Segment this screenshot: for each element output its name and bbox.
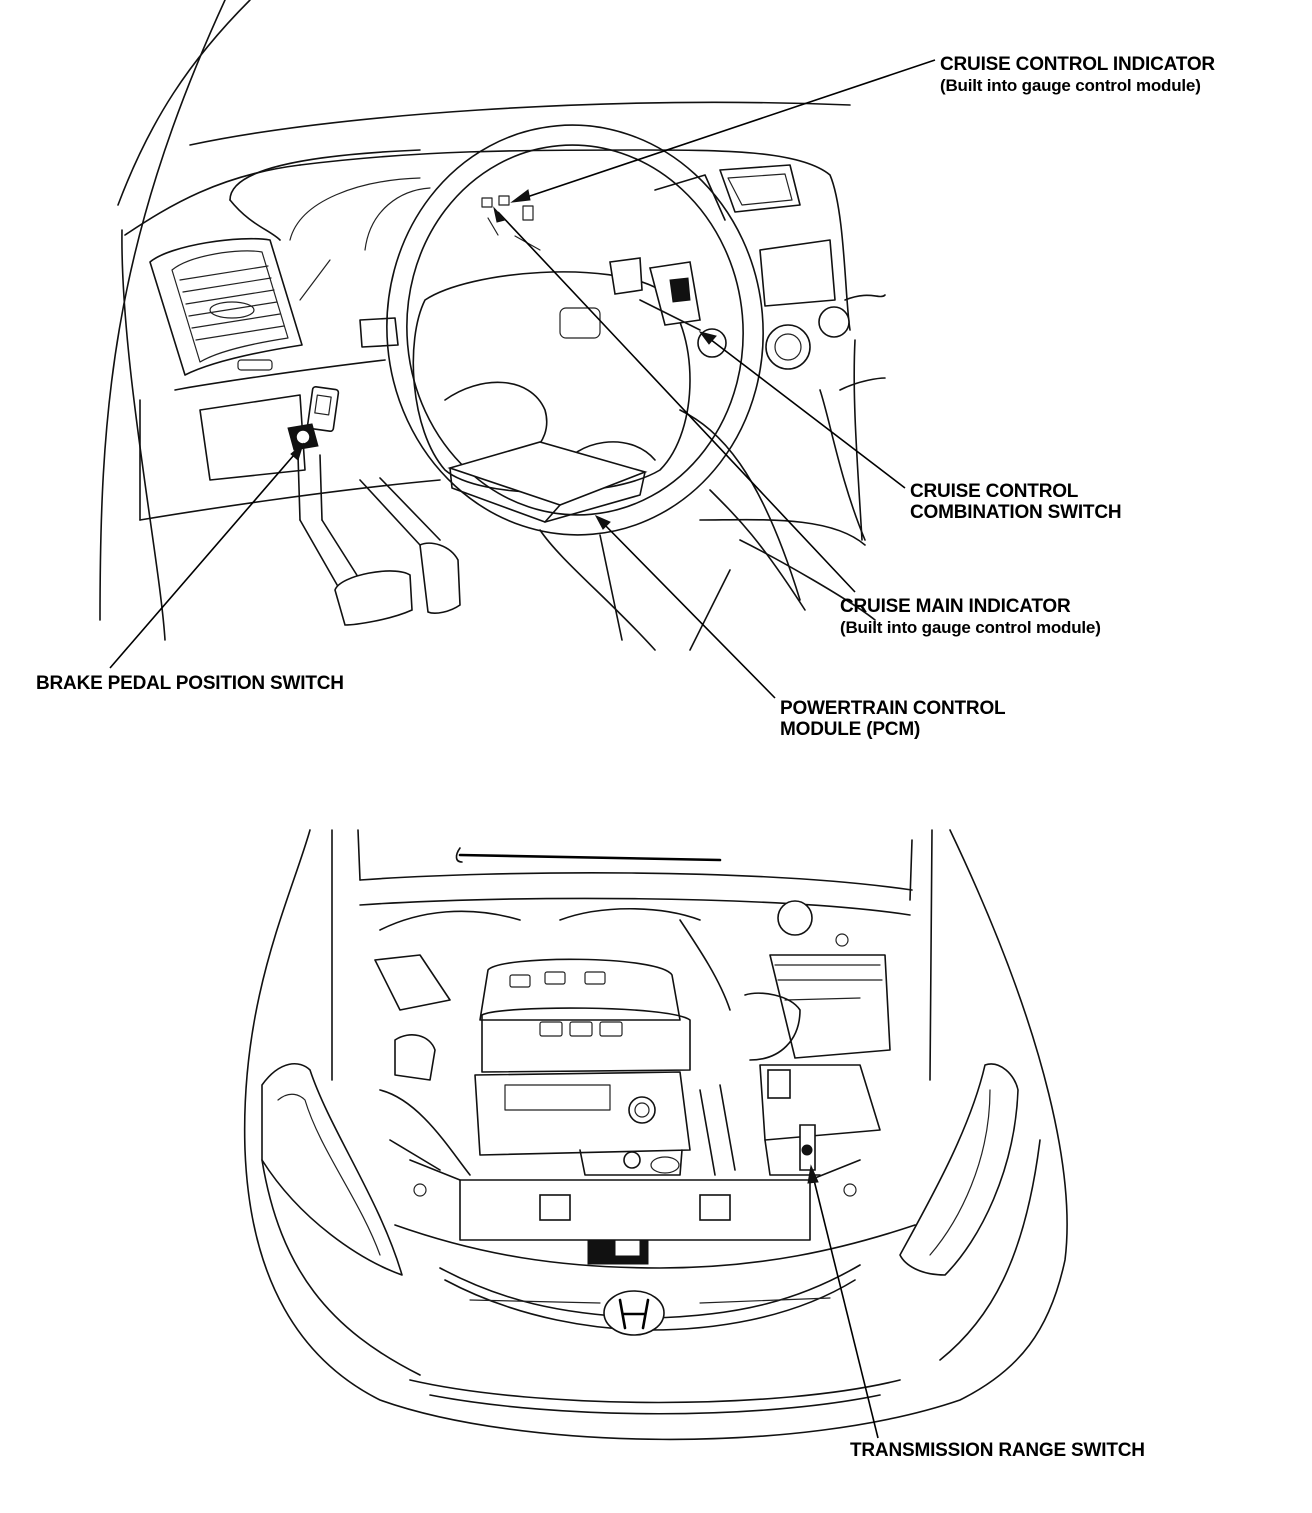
label-brake-pedal-position-switch: BRAKE PEDAL POSITION SWITCH	[36, 673, 344, 694]
engine-bay-illustration	[243, 829, 1068, 1441]
leader-cruise-control-indicator	[517, 59, 936, 201]
label-cruise-control-indicator-note: (Built into gauge control module)	[940, 76, 1201, 95]
label-cruise-main-indicator-note: (Built into gauge control module)	[840, 618, 1101, 637]
label-cruise-main-indicator: CRUISE MAIN INDICATOR (Built into gauge …	[840, 596, 1101, 638]
leader-pcm	[599, 519, 776, 699]
leader-brake-pedal-switch	[109, 447, 301, 669]
label-pcm-line1: POWERTRAIN CONTROL	[780, 698, 1006, 719]
battery-area	[759, 1064, 881, 1176]
leader-cruise-main-indicator	[497, 211, 856, 593]
label-combination-switch-line1: CRUISE CONTROL	[910, 481, 1079, 502]
label-powertrain-control-module: POWERTRAIN CONTROL MODULE (PCM)	[780, 698, 1006, 740]
label-brake-pedal-position-switch-title: BRAKE PEDAL POSITION SWITCH	[36, 673, 344, 694]
engine	[474, 958, 691, 1176]
leader-combination-switch	[705, 335, 906, 489]
label-transmission-range-switch: TRANSMISSION RANGE SWITCH	[850, 1440, 1145, 1461]
label-cruise-control-indicator-title: CRUISE CONTROL INDICATOR	[940, 54, 1215, 75]
pcm-box	[447, 441, 648, 523]
label-cruise-control-combination-switch: CRUISE CONTROL COMBINATION SWITCH	[910, 481, 1122, 523]
front-grille	[394, 1224, 916, 1415]
label-transmission-range-switch-title: TRANSMISSION RANGE SWITCH	[850, 1440, 1145, 1461]
leader-lines	[109, 59, 936, 1439]
dashboard-illustration	[99, 0, 886, 651]
label-cruise-control-indicator: CRUISE CONTROL INDICATOR (Built into gau…	[940, 54, 1215, 96]
label-cruise-main-indicator-title: CRUISE MAIN INDICATOR	[840, 596, 1071, 617]
leader-transmission-range-switch	[811, 1171, 879, 1439]
combination-switch-drawing	[609, 257, 727, 358]
pedals	[299, 477, 461, 626]
label-combination-switch-line2: COMBINATION SWITCH	[910, 502, 1122, 523]
brake-pedal-switch-drawing	[287, 385, 340, 521]
air-cleaner	[744, 900, 891, 1061]
air-vent	[149, 237, 303, 376]
label-pcm-line2: MODULE (PCM)	[780, 719, 921, 740]
headlights	[261, 1063, 1019, 1276]
